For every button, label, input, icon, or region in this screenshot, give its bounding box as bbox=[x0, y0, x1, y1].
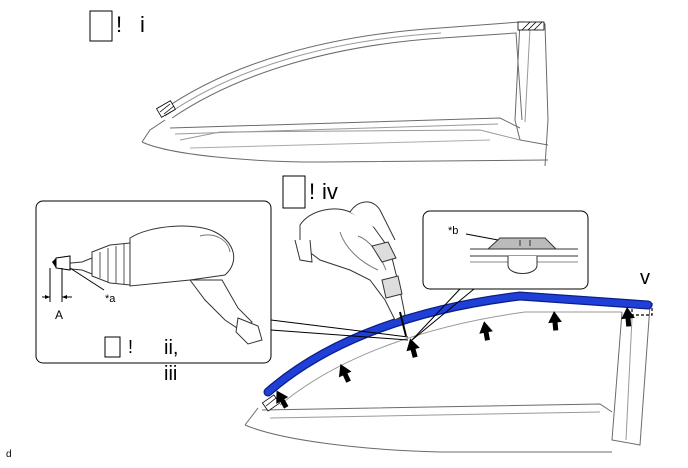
step3-roman-line1: ii, bbox=[164, 337, 179, 359]
drill-detail-panel bbox=[35, 200, 409, 364]
step3-roman-line2: iii bbox=[164, 363, 178, 385]
dimension-a-label: A bbox=[55, 308, 64, 322]
clip-arrow bbox=[479, 321, 493, 341]
step2-mark: ! bbox=[309, 179, 316, 204]
hand-with-drill bbox=[294, 201, 407, 337]
clip-arrow bbox=[548, 311, 562, 331]
lower-door-view bbox=[244, 297, 651, 453]
callout-a-label: *a bbox=[105, 293, 116, 305]
hatched-trim-front-top bbox=[156, 100, 176, 118]
step1-roman: i bbox=[140, 12, 145, 37]
hatched-trim-rear-top bbox=[517, 21, 545, 31]
step1-box bbox=[89, 10, 113, 42]
clip-arrow bbox=[406, 338, 420, 358]
upper-door-view bbox=[141, 21, 549, 167]
clip-arrow bbox=[276, 390, 289, 409]
step4-roman: v bbox=[640, 267, 650, 289]
clip-detail-panel bbox=[411, 210, 589, 341]
step3-box bbox=[104, 336, 121, 358]
corner-mark: d bbox=[6, 449, 12, 460]
step1-mark: ! bbox=[116, 12, 123, 37]
clip-arrows bbox=[276, 307, 635, 409]
step2-box bbox=[282, 175, 306, 209]
step3-mark: ! bbox=[128, 337, 134, 357]
callout-b-label: *b bbox=[448, 225, 459, 237]
window-molding-strip bbox=[263, 291, 653, 397]
clip-arrow bbox=[338, 364, 352, 383]
clip-arrow bbox=[621, 307, 635, 327]
step2-roman: iv bbox=[322, 179, 338, 204]
